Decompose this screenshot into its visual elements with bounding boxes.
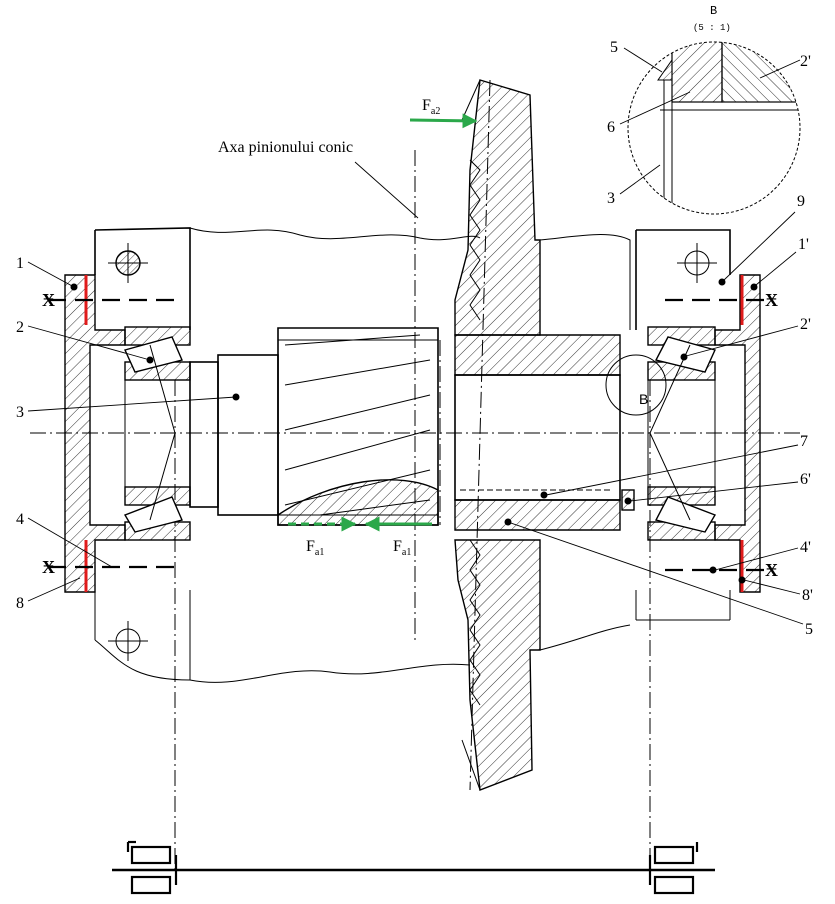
- shim-symbol-bottom-right: Ӿ: [765, 560, 778, 580]
- bevel-gear: [454, 79, 631, 791]
- label-3: 3: [16, 404, 24, 421]
- detail-label-2prime: 2': [800, 53, 811, 70]
- label-8: 8: [16, 595, 24, 612]
- housing-left: [64, 227, 481, 683]
- shim-symbol-top-left: Ӿ: [42, 290, 55, 310]
- force-fa1: Fa1 Fa1: [288, 516, 432, 558]
- section-marker-label: B: [639, 391, 648, 407]
- label-5: 5: [805, 621, 813, 638]
- detail-view-b: B (5 : 1) 5 2' 6 3: [607, 4, 811, 215]
- detail-label-3: 3: [607, 190, 615, 207]
- pinion-shaft: [189, 327, 441, 526]
- label-4: 4: [16, 511, 24, 528]
- label-4prime: 4': [800, 539, 811, 556]
- force-fa1-left-label: Fa1: [306, 538, 324, 558]
- detail-label-5: 5: [610, 39, 618, 56]
- label-9: 9: [797, 193, 805, 210]
- detail-b-marker: B: [605, 354, 667, 416]
- label-7: 7: [800, 433, 808, 450]
- pinion-axis-annotation: Axa pinionului conic: [218, 139, 419, 219]
- labels-right: 9 1' 2' 7 6' 4' 8' 5: [504, 193, 813, 638]
- detail-scale: (5 : 1): [693, 23, 731, 33]
- force-fa2: Fa2: [409, 97, 478, 129]
- label-1: 1: [16, 255, 24, 272]
- shim-symbol-bottom-left: Ӿ: [42, 557, 55, 577]
- label-2prime: 2': [800, 316, 811, 333]
- detail-letter: B: [710, 4, 717, 18]
- bearing-schematic: [112, 840, 715, 895]
- force-fa2-label: Fa2: [422, 97, 440, 117]
- pinion-axis-label: Axa pinionului conic: [218, 139, 353, 156]
- force-fa1-right-label: Fa1: [393, 538, 411, 558]
- label-1prime: 1': [798, 236, 809, 253]
- shim-symbol-top-right: Ӿ: [765, 290, 778, 310]
- bearing-left: [123, 326, 191, 541]
- shim-lines-right: Ӿ Ӿ: [665, 290, 778, 580]
- label-8prime: 8': [802, 587, 813, 604]
- label-2: 2: [16, 319, 24, 336]
- labels-left: 1 2 3 4 8: [16, 255, 240, 612]
- detail-label-6: 6: [607, 119, 615, 136]
- label-6prime: 6': [800, 471, 811, 488]
